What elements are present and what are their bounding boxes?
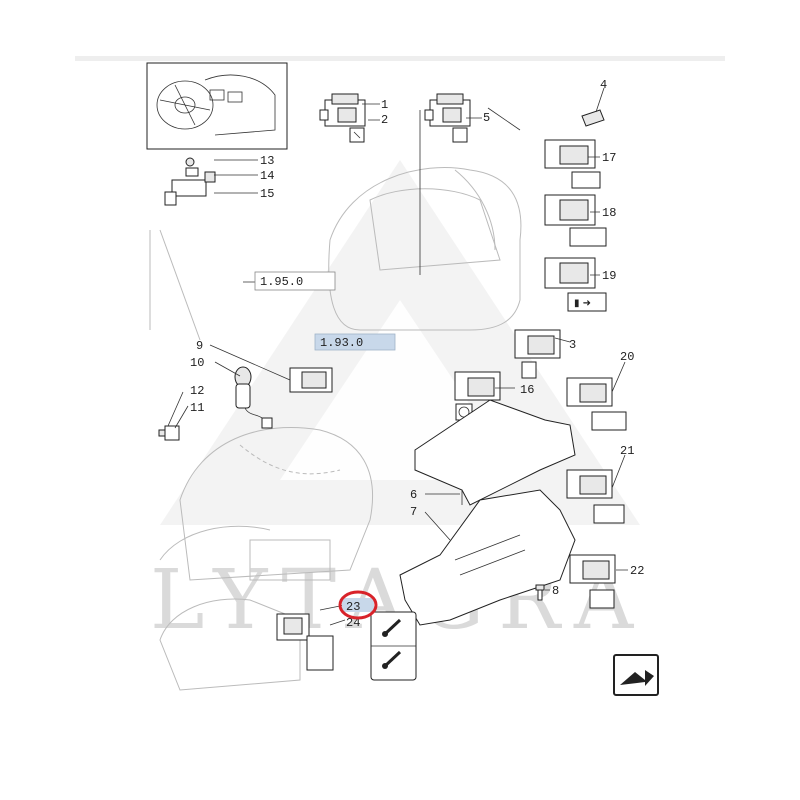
- switch-part-17: [544, 139, 601, 189]
- switch-part-1: [319, 93, 366, 143]
- label-17: 17: [602, 151, 616, 165]
- label-14: 14: [260, 169, 274, 183]
- label-7: 7: [410, 505, 417, 519]
- label-2: 2: [381, 113, 388, 127]
- knob-part-10: [234, 366, 273, 429]
- label-22: 22: [630, 564, 644, 578]
- label-10: 10: [190, 356, 204, 370]
- label-20: 20: [620, 350, 634, 364]
- switch-part-18: [544, 194, 607, 247]
- label-18: 18: [602, 206, 616, 220]
- switch-part-22: [569, 554, 616, 609]
- label-9: 9: [196, 339, 203, 353]
- pin-lever-symbol-icon: [370, 611, 417, 681]
- label-15: 15: [260, 187, 274, 201]
- top-rule: [75, 56, 725, 61]
- console-part-6: [414, 399, 576, 506]
- steering-inset: [146, 62, 288, 150]
- part-4: [581, 87, 605, 127]
- switch-part-16: [454, 371, 501, 421]
- switch-part-21: [566, 469, 625, 524]
- bolt-part-8: [535, 584, 545, 601]
- label-1: 1: [381, 98, 388, 112]
- label-24: 24: [346, 616, 360, 630]
- label-19: 19: [602, 269, 616, 283]
- ref-1-95-0[interactable]: 1.95.0: [254, 271, 336, 291]
- label-12: 12: [190, 384, 204, 398]
- label-8: 8: [552, 584, 559, 598]
- svg-text:▮ ➜: ▮ ➜: [574, 298, 591, 309]
- switch-part-5: [424, 93, 471, 143]
- part-24-switch: [276, 613, 334, 671]
- switch-part-19: ▮ ➜: [544, 257, 607, 312]
- callout-circle-23: [338, 590, 378, 620]
- leader-lines: [167, 107, 628, 626]
- ref-1-93-0[interactable]: 1.93.0: [314, 333, 396, 351]
- sensor-parts-13-15: [164, 157, 216, 206]
- label-11: 11: [190, 401, 204, 415]
- label-23-highlight: [342, 598, 374, 612]
- ref-1-95-0-text: 1.95.0: [260, 275, 303, 289]
- label-3: 3: [569, 338, 576, 352]
- label-13: 13: [260, 154, 274, 168]
- label-4: 4: [600, 78, 607, 92]
- label-5: 5: [483, 111, 490, 125]
- console-part-7: [399, 489, 576, 626]
- label-16: 16: [520, 383, 534, 397]
- ref-1-93-0-text: 1.93.0: [320, 336, 363, 350]
- label-23[interactable]: 23: [346, 600, 360, 614]
- label-6: 6: [410, 488, 417, 502]
- part-labels: 1 2 3 4 5 6 7 8 9 10 11 12 13 14 15 16 1…: [190, 78, 644, 630]
- cab-ghost-outline: [149, 167, 522, 691]
- label-21: 21: [620, 444, 634, 458]
- switch-part-3: [514, 329, 561, 379]
- arrow-right-icon[interactable]: [613, 654, 659, 696]
- switch-part-20: [566, 377, 627, 431]
- connector-part-11: [158, 425, 180, 441]
- switch-part-9: [289, 367, 333, 393]
